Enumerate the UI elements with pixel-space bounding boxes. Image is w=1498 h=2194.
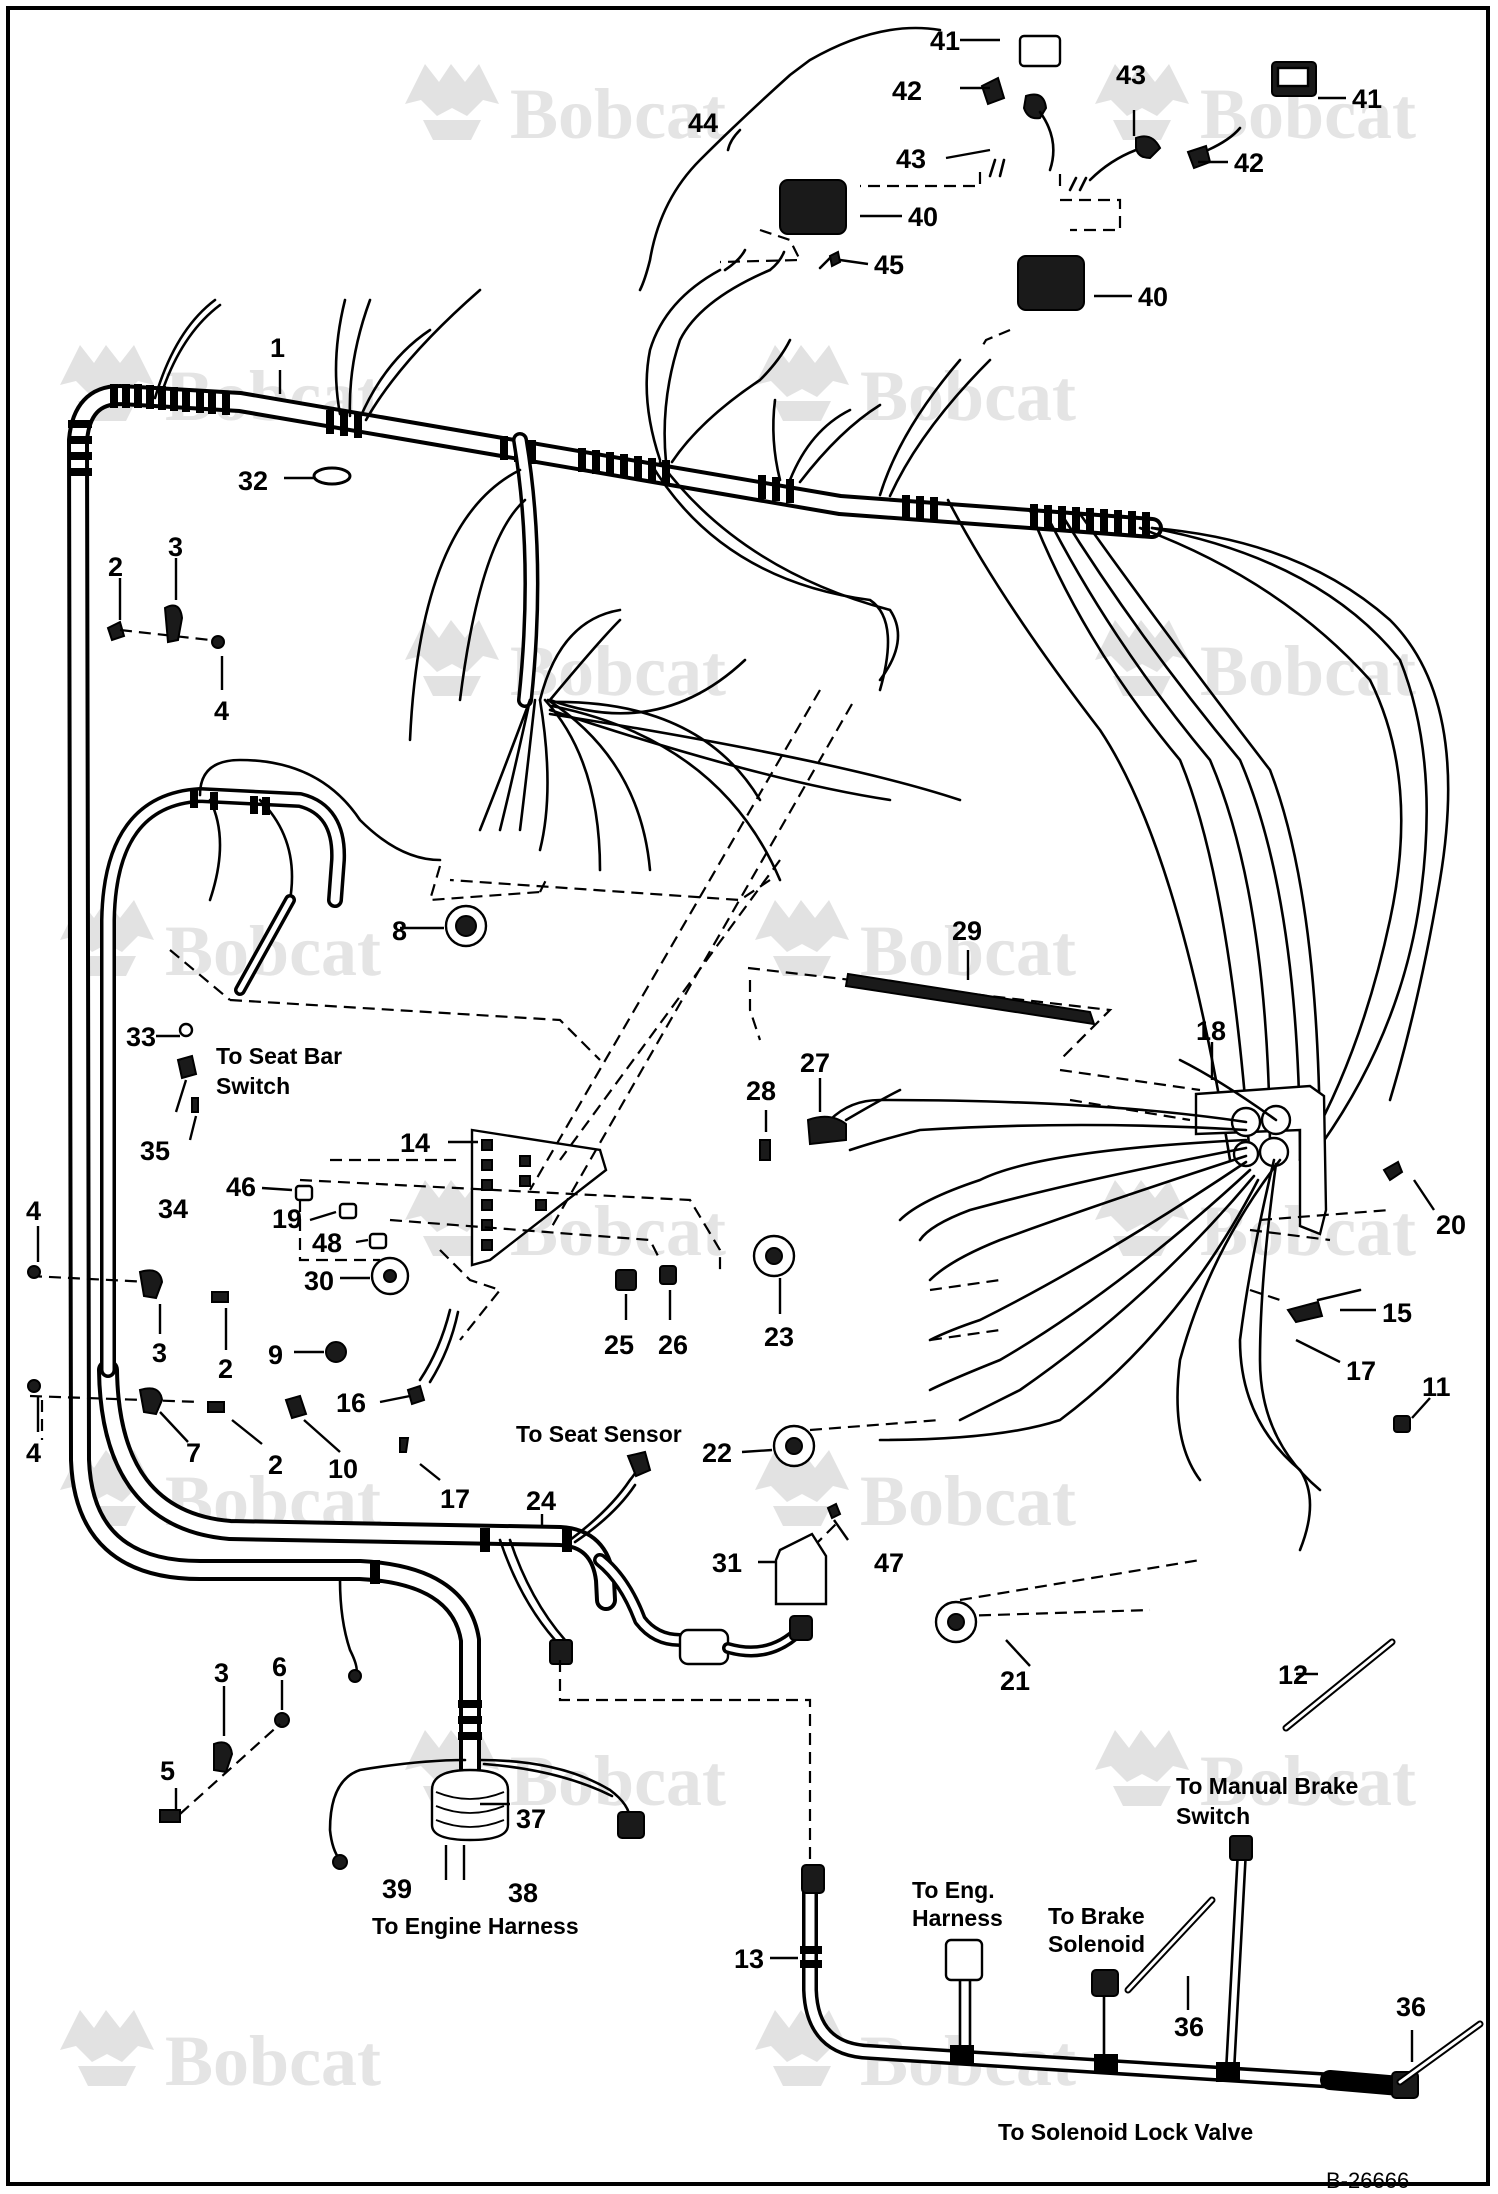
callout-11: 11 xyxy=(1422,1372,1451,1402)
watermark-text: Bobcat xyxy=(1200,631,1416,711)
note-seat-sensor: To Seat Sensor xyxy=(516,1421,682,1447)
callout-22: 22 xyxy=(702,1438,732,1468)
watermark-text: Bobcat xyxy=(1200,1741,1416,1821)
seat-sensor-branch xyxy=(338,1450,813,1683)
callout-24: 24 xyxy=(526,1486,556,1516)
callout-18: 18 xyxy=(1196,1016,1226,1046)
callout-44: 44 xyxy=(688,108,718,138)
note-seat-bar-switch-line1: To Seat Bar xyxy=(216,1043,342,1069)
callout-3: 3 xyxy=(152,1338,167,1368)
callout-46: 46 xyxy=(226,1172,256,1202)
callout-8: 8 xyxy=(392,916,407,946)
callout-31: 31 xyxy=(712,1548,742,1578)
watermark-text: Bobcat xyxy=(510,631,726,711)
callout-36: 36 xyxy=(1396,1992,1426,2022)
callout-4: 4 xyxy=(26,1438,41,1468)
watermark-text: Bobcat xyxy=(165,2021,381,2101)
callout-leaders xyxy=(36,38,1435,2062)
note-seat-bar-switch-line2: Switch xyxy=(216,1073,290,1099)
callout-13: 13 xyxy=(734,1944,764,1974)
note-manual-brake-line1: To Manual Brake xyxy=(1176,1773,1358,1799)
watermark-text: Bobcat xyxy=(860,356,1076,436)
callout-42: 42 xyxy=(892,76,922,106)
callout-3: 3 xyxy=(168,532,183,562)
seat-bar-loop xyxy=(100,758,442,1378)
callout-40: 40 xyxy=(1138,282,1168,312)
watermark-text: Bobcat xyxy=(860,1461,1076,1541)
callout-39: 39 xyxy=(382,1874,412,1904)
callout-17: 17 xyxy=(440,1484,470,1514)
callout-2: 2 xyxy=(108,552,123,582)
harness-branches xyxy=(153,268,1450,1162)
callout-16: 16 xyxy=(336,1388,366,1418)
callout-41: 41 xyxy=(930,26,960,56)
callout-40: 40 xyxy=(908,202,938,232)
callout-41: 41 xyxy=(1352,84,1382,114)
callout-2: 2 xyxy=(218,1354,233,1384)
callout-47: 47 xyxy=(874,1548,904,1578)
callout-3: 3 xyxy=(214,1658,229,1688)
callout-numbers: 1 32 2 3 4 8 33 35 34 14 46 19 48 30 9 1… xyxy=(26,26,1466,2042)
callout-34: 34 xyxy=(158,1194,188,1224)
connector-block-18 xyxy=(828,1058,1328,1552)
callout-9: 9 xyxy=(268,1340,283,1370)
watermark-text: Bobcat xyxy=(510,74,726,154)
callout-28: 28 xyxy=(746,1076,776,1106)
callout-43: 43 xyxy=(1116,60,1146,90)
lower-harness xyxy=(558,1660,1419,2099)
callout-4: 4 xyxy=(214,696,229,726)
callout-48: 48 xyxy=(312,1228,342,1258)
callout-21: 21 xyxy=(1000,1666,1030,1696)
callout-45: 45 xyxy=(874,250,904,280)
callout-33: 33 xyxy=(126,1022,156,1052)
callout-15: 15 xyxy=(1382,1298,1412,1328)
callout-42: 42 xyxy=(1234,148,1264,178)
control-panel xyxy=(470,1128,608,1267)
callout-30: 30 xyxy=(304,1266,334,1296)
callout-29: 29 xyxy=(952,916,982,946)
note-brake-solenoid-line1: To Brake xyxy=(1048,1903,1145,1929)
watermark-text: Bobcat xyxy=(510,1741,726,1821)
note-eng-harness-line2: Harness xyxy=(912,1905,1003,1931)
small-parts xyxy=(27,250,1484,2086)
callout-37: 37 xyxy=(516,1804,546,1834)
note-solenoid-lock-valve: To Solenoid Lock Valve xyxy=(998,2119,1253,2145)
callout-20: 20 xyxy=(1436,1210,1466,1240)
callout-36: 36 xyxy=(1174,2012,1204,2042)
callout-10: 10 xyxy=(328,1454,358,1484)
callout-2: 2 xyxy=(268,1450,283,1480)
callout-27: 27 xyxy=(800,1048,830,1078)
callout-23: 23 xyxy=(764,1322,794,1352)
note-brake-solenoid-line2: Solenoid xyxy=(1048,1931,1145,1957)
wire-44 xyxy=(638,26,942,292)
callout-43: 43 xyxy=(896,144,926,174)
callout-7: 7 xyxy=(186,1438,201,1468)
callout-1: 1 xyxy=(270,333,285,363)
callout-32: 32 xyxy=(238,466,268,496)
watermark-layer: Bobcat Bobcat Bobcat Bobcat Bobcat Bobca… xyxy=(60,64,1416,2101)
relay-40b xyxy=(1017,255,1085,311)
reference-code: B-26666 xyxy=(1326,2168,1409,2193)
relay-40a xyxy=(779,179,847,235)
callout-17: 17 xyxy=(1346,1356,1376,1386)
note-engine-harness: To Engine Harness xyxy=(372,1913,579,1939)
accessory-connectors xyxy=(719,34,1317,351)
callout-5: 5 xyxy=(160,1756,175,1786)
note-manual-brake-line2: Switch xyxy=(1176,1803,1250,1829)
assembly-lines xyxy=(29,689,1391,1618)
callout-38: 38 xyxy=(508,1878,538,1908)
callout-35: 35 xyxy=(140,1136,170,1166)
callout-26: 26 xyxy=(658,1330,688,1360)
callout-6: 6 xyxy=(272,1652,287,1682)
callout-4: 4 xyxy=(26,1196,41,1226)
engine-harness-connector xyxy=(328,1758,645,1880)
callout-25: 25 xyxy=(604,1330,634,1360)
callout-19: 19 xyxy=(272,1204,302,1234)
annotation-notes: To Seat Bar Switch To Seat Sensor To Eng… xyxy=(216,1043,1409,2193)
callout-12: 12 xyxy=(1278,1660,1308,1690)
callout-14: 14 xyxy=(400,1128,430,1158)
note-eng-harness-line1: To Eng. xyxy=(912,1877,995,1903)
